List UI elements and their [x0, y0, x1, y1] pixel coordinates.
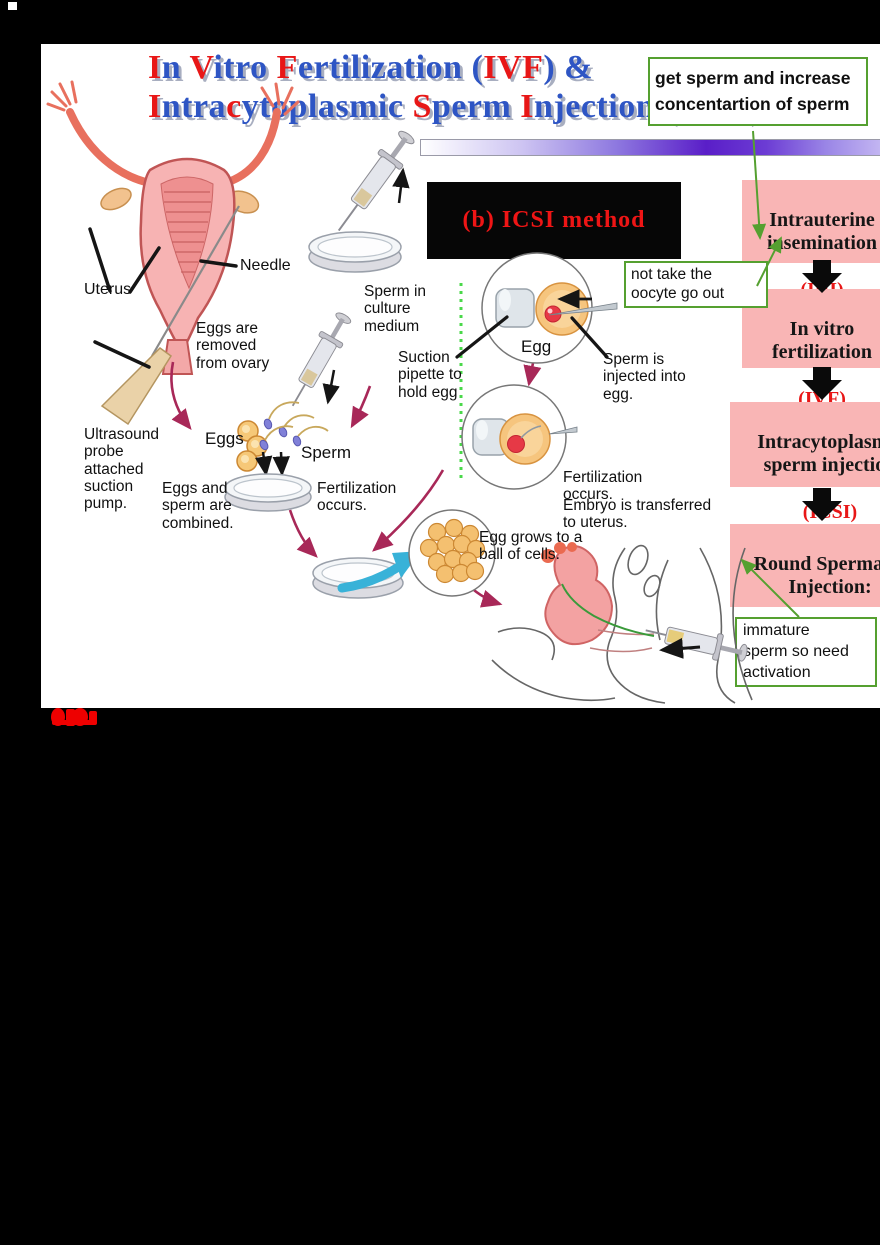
sperm-injected-label: Sperm is injected into egg. [603, 351, 686, 403]
flow-box-rosi-text: Round Spermatid Injection: [753, 552, 880, 599]
eggs-label: Eggs [205, 429, 244, 448]
decorative-gradient-bar [420, 139, 880, 156]
flow-box-icsi: Intracytoplasmic sperm injection (ICSI) [730, 402, 880, 523]
sperm-label: Sperm [301, 443, 352, 462]
flow-box-ivf-text: In vitro fertilization [772, 317, 872, 364]
note-immature-sperm: immature sperm so need activation [735, 617, 877, 688]
egg-grows-label: Egg grows to a ball of cells. [479, 529, 583, 564]
flow-box-icsi-abbr: (ICSI) [802, 501, 858, 524]
slide-title-line1: In Vitro Fertilization (IVF) & [148, 49, 594, 86]
corner-artifact [8, 2, 17, 10]
flow-box-iui-text: Intrauterine insemination [766, 208, 878, 255]
ultrasound-probe-label: Ultrasound probe attached suction pump. [84, 426, 159, 513]
embryo-transferred-label: Embryo is transferred to uterus. [563, 497, 712, 532]
egg-label: Egg [521, 337, 552, 356]
note-get-sperm: get sperm and increase concentartion of … [648, 57, 868, 126]
eggs-combined-label: Eggs and sperm are combined. [162, 480, 234, 532]
sperm-culture-label: Sperm in culture medium [364, 283, 427, 335]
flow-box-icsi-text: Intracytoplasmic sperm injection [757, 430, 880, 477]
suction-pipette-label: Suction pipette to hold egg [398, 349, 462, 401]
fertilization-label-1: Fertilization occurs. [317, 480, 397, 515]
red-artifact-glyph [51, 708, 97, 726]
note-not-take-oocyte: not take the oocyte go out [624, 261, 768, 308]
flow-box-rosi: Round Spermatid Injection: ROSI [730, 524, 880, 645]
flow-box-iui: Intrauterine insemination (IUI) [742, 180, 880, 301]
icsi-method-header: (b) ICSI method [427, 182, 681, 259]
fertilization-label-2: Fertilization occurs. [563, 469, 643, 504]
uterus-label: Uterus [84, 281, 132, 298]
eggs-removed-label: Eggs are removed from ovary [196, 320, 270, 372]
needle-label: Needle [240, 257, 291, 274]
